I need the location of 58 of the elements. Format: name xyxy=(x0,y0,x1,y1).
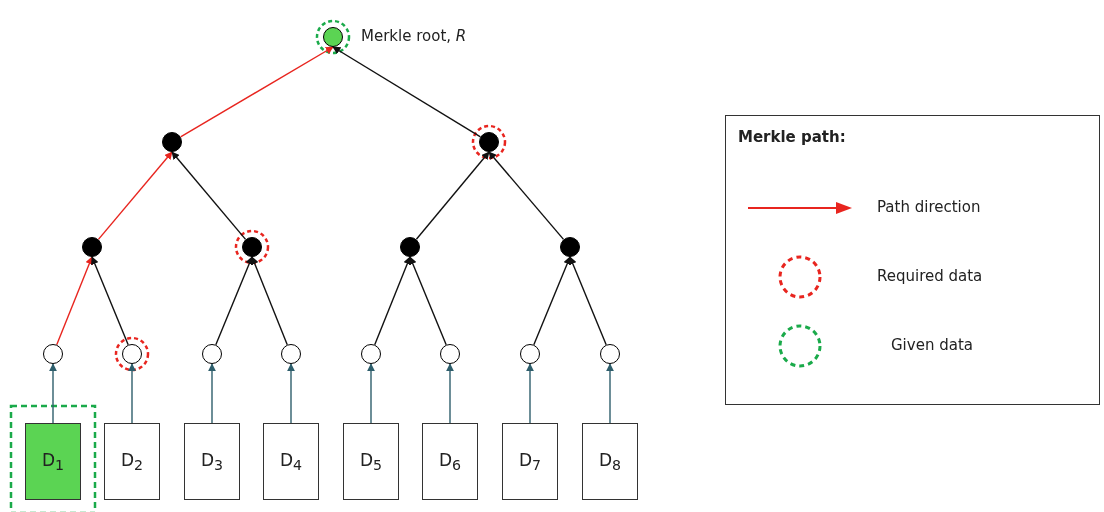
data-block xyxy=(263,423,319,500)
data-block xyxy=(502,423,558,500)
leaf-hash-node xyxy=(600,344,620,364)
arrow xyxy=(215,256,253,346)
block-label: D$_{5}$ xyxy=(359,449,383,474)
arrow xyxy=(409,256,447,346)
arrow xyxy=(56,256,94,346)
data-block xyxy=(25,423,81,500)
leaf-hash-node xyxy=(122,344,142,364)
arrow xyxy=(171,151,247,241)
legend-title: Merkle path: xyxy=(738,128,846,146)
arrow xyxy=(97,151,173,241)
block-label: D$_{4}$ xyxy=(279,449,303,474)
block-label: D$_{8}$ xyxy=(598,449,622,474)
arrow xyxy=(488,151,565,241)
leaf-hash-node xyxy=(43,344,63,364)
hash-node xyxy=(479,132,499,152)
arrow xyxy=(49,363,57,424)
leaf-hash-node xyxy=(281,344,301,364)
arrow xyxy=(332,46,482,138)
arrow xyxy=(250,256,288,346)
data-block xyxy=(582,423,638,500)
leaf-hash-node xyxy=(440,344,460,364)
data-block xyxy=(104,423,160,500)
block-label: D$_{7}$ xyxy=(518,449,542,474)
arrow xyxy=(208,363,216,424)
arrow xyxy=(569,256,607,346)
legend-text: Path direction xyxy=(877,198,981,216)
node-caption: Merkle root, R xyxy=(361,27,467,45)
arrow xyxy=(415,151,490,240)
data-block xyxy=(184,423,240,500)
arrow xyxy=(446,363,454,424)
data-block xyxy=(422,423,478,500)
block-label: D$_{1}$ xyxy=(41,449,65,474)
data-block xyxy=(343,423,399,500)
hash-node xyxy=(400,237,420,257)
leaf-hash-node xyxy=(520,344,540,364)
leaf-hash-node xyxy=(361,344,381,364)
hash-node xyxy=(162,132,182,152)
arrow xyxy=(179,46,334,138)
arrow xyxy=(374,256,412,346)
block-label: D$_{3}$ xyxy=(200,449,224,474)
hash-node xyxy=(560,237,580,257)
legend-text: Required data xyxy=(877,267,983,285)
arrow xyxy=(526,363,534,424)
legend-text: Given data xyxy=(891,336,973,354)
block-label: D$_{2}$ xyxy=(120,449,144,474)
arrow xyxy=(533,256,571,346)
arrow xyxy=(287,363,295,424)
leaf-hash-node xyxy=(202,344,222,364)
arrow xyxy=(367,363,375,424)
arrow xyxy=(606,363,614,424)
hash-node xyxy=(242,237,262,257)
arrow xyxy=(91,256,129,346)
arrow xyxy=(128,363,136,424)
block-label: D$_{6}$ xyxy=(438,449,462,474)
root-node xyxy=(323,27,343,47)
hash-node xyxy=(82,237,102,257)
